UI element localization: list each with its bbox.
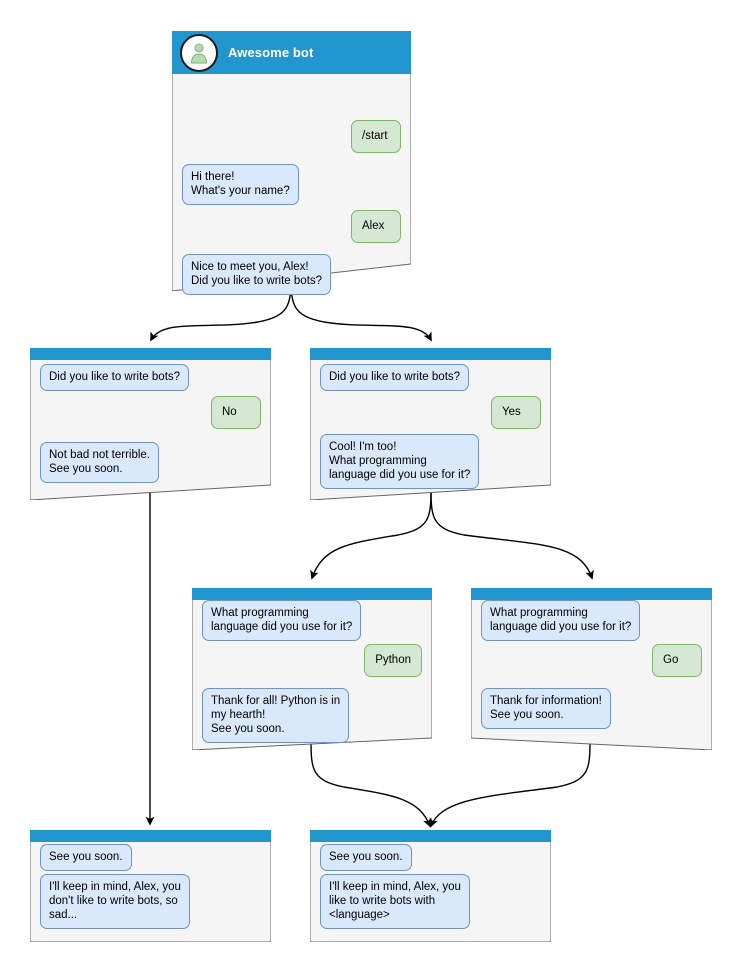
user-bubble[interactable]: Python	[364, 644, 422, 677]
message-row: What programming language did you use fo…	[471, 600, 712, 641]
message-row: Hi there! What's your name?	[172, 164, 411, 205]
message-row: Did you like to write bots?	[310, 364, 551, 391]
node-python-branch-content: What programming language did you use fo…	[192, 588, 432, 750]
message-row: Not bad not terrible. See you soon.	[30, 442, 271, 483]
message-row: Python	[192, 644, 432, 677]
message-row: Alex	[172, 210, 411, 243]
bot-bubble[interactable]: See you soon.	[40, 844, 132, 871]
node-end-yes-content: See you soon. I'll keep in mind, Alex, y…	[310, 830, 551, 942]
message-row: Go	[471, 644, 712, 677]
bot-bubble[interactable]: What programming language did you use fo…	[202, 600, 362, 641]
bot-bubble[interactable]: I'll keep in mind, Alex, you like to wri…	[320, 874, 470, 929]
message-row: /start	[172, 120, 411, 153]
node-go-branch[interactable]: What programming language did you use fo…	[471, 588, 712, 750]
user-bubble[interactable]: Alex	[351, 210, 401, 243]
user-bubble[interactable]: Go	[652, 644, 702, 677]
node-end-no-content: See you soon. I'll keep in mind, Alex, y…	[30, 830, 271, 942]
message-row: Thank for information! See you soon.	[471, 688, 712, 729]
bot-bubble[interactable]: Cool! I'm too! What programming language…	[320, 434, 480, 489]
message-row: I'll keep in mind, Alex, you don't like …	[30, 874, 271, 929]
bot-bubble[interactable]: Did you like to write bots?	[40, 364, 190, 391]
bot-bubble[interactable]: Thank for information! See you soon.	[481, 688, 611, 729]
node-yes-branch-content: Did you like to write bots? Yes Cool! I'…	[310, 348, 551, 500]
user-bubble[interactable]: Yes	[491, 396, 541, 429]
edge-python-to-end-yes	[310, 741, 432, 828]
node-root-header: Awesome bot	[172, 31, 411, 74]
node-no-branch-content: Did you like to write bots? No Not bad n…	[30, 348, 271, 500]
bot-bubble[interactable]: See you soon.	[320, 844, 412, 871]
edge-yes-to-go	[430, 489, 594, 580]
edge-go-to-end-yes	[429, 741, 591, 828]
person-avatar-icon	[180, 33, 218, 72]
node-python-branch[interactable]: What programming language did you use fo…	[192, 588, 432, 750]
bot-bubble[interactable]: Thank for all! Python is in my hearth! S…	[202, 688, 350, 743]
node-go-branch-content: What programming language did you use fo…	[471, 588, 712, 750]
node-end-yes[interactable]: See you soon. I'll keep in mind, Alex, y…	[310, 830, 551, 942]
node-root[interactable]: Awesome bot /start Hi there! What's your…	[172, 31, 411, 295]
message-row: I'll keep in mind, Alex, you like to wri…	[310, 874, 551, 929]
node-yes-branch[interactable]: Did you like to write bots? Yes Cool! I'…	[310, 348, 551, 500]
node-no-branch[interactable]: Did you like to write bots? No Not bad n…	[30, 348, 271, 500]
message-row: See you soon.	[310, 844, 551, 871]
message-row: Did you like to write bots?	[30, 364, 271, 391]
node-end-no[interactable]: See you soon. I'll keep in mind, Alex, y…	[30, 830, 271, 942]
node-root-title: Awesome bot	[228, 45, 314, 60]
bot-bubble[interactable]: Hi there! What's your name?	[182, 164, 299, 205]
user-bubble[interactable]: No	[211, 396, 261, 429]
message-row: What programming language did you use fo…	[192, 600, 432, 641]
message-row: See you soon.	[30, 844, 271, 871]
user-bubble[interactable]: /start	[351, 120, 401, 153]
bot-bubble[interactable]: Nice to meet you, Alex! Did you like to …	[182, 254, 332, 295]
bot-bubble[interactable]: Did you like to write bots?	[320, 364, 470, 391]
message-row: Thank for all! Python is in my hearth! S…	[192, 688, 432, 743]
bot-bubble[interactable]: I'll keep in mind, Alex, you don't like …	[40, 874, 190, 929]
message-row: Yes	[310, 396, 551, 429]
message-row: No	[30, 396, 271, 429]
bot-bubble[interactable]: Not bad not terrible. See you soon.	[40, 442, 160, 483]
edge-yes-to-python	[310, 489, 432, 580]
bot-bubble[interactable]: What programming language did you use fo…	[481, 600, 641, 641]
node-root-content: Awesome bot /start Hi there! What's your…	[172, 31, 411, 295]
message-row: Nice to meet you, Alex! Did you like to …	[172, 254, 411, 295]
message-row: Cool! I'm too! What programming language…	[310, 434, 551, 489]
